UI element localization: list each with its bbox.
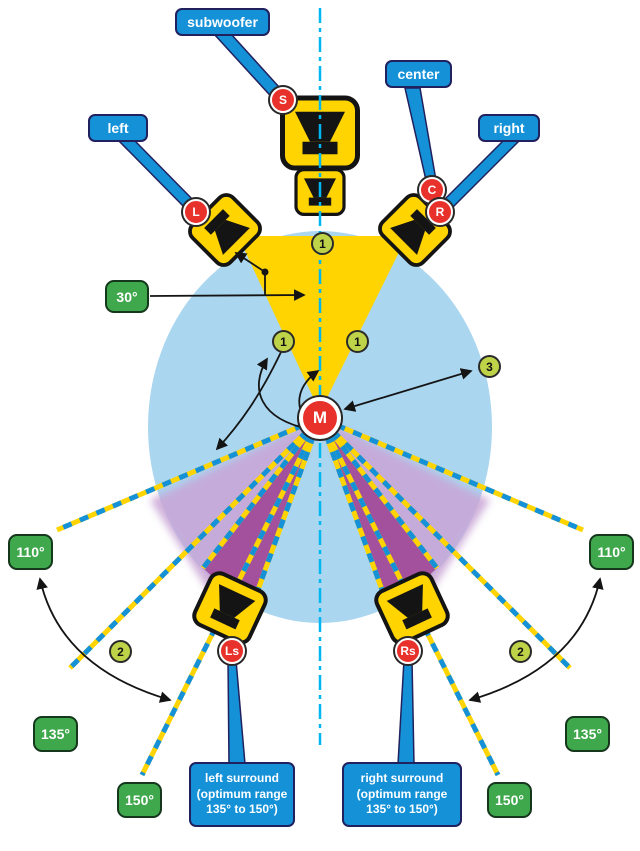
right-surround-label: right surround (optimum range 135° to 15…	[342, 762, 462, 827]
angle-30-label: 30°	[105, 280, 149, 313]
right-surround-beam	[320, 418, 437, 612]
right-badge: R	[427, 199, 453, 225]
annotation-arrows	[36, 252, 604, 703]
callout-1-top: 1	[311, 232, 334, 255]
angle-110-right-label: 110°	[589, 534, 634, 570]
callout-1-left: 1	[272, 330, 295, 353]
right-surround-badge: Rs	[395, 638, 421, 664]
angle-135-left-label: 135°	[33, 716, 78, 752]
center-badge: C	[419, 177, 445, 203]
angle-135-right-label: 135°	[565, 716, 610, 752]
callout1-curved-arrow-mid	[256, 357, 310, 430]
front-angle-arrow	[149, 289, 306, 301]
callout1-curved-arrow-left	[215, 351, 282, 451]
right-surround-label-connector	[397, 659, 415, 765]
angle-110-left-label: 110°	[8, 534, 53, 570]
callout2-arc-right	[468, 577, 604, 703]
front-angle-vertex-dot	[261, 268, 269, 276]
listener-badge: M	[299, 397, 341, 439]
callout3-arrow	[343, 368, 473, 412]
left-surround-beam	[203, 418, 320, 612]
front-angle-diagonal-arrow	[234, 252, 266, 273]
front-stage-triangle	[238, 236, 407, 412]
subwoofer-badge: S	[270, 87, 296, 113]
left-surround-label-connector	[227, 659, 246, 765]
right-label: right	[478, 114, 540, 142]
callout-2-right: 2	[509, 640, 532, 663]
callout-1-right: 1	[346, 330, 369, 353]
callout-3: 3	[478, 355, 501, 378]
subwoofer-label: subwoofer	[175, 8, 270, 36]
center-label-connector	[404, 87, 438, 190]
angle-150-right-label: 150°	[487, 782, 532, 818]
left-surround-badge: Ls	[219, 638, 245, 664]
left-badge: L	[183, 199, 209, 225]
left-label: left	[88, 114, 148, 142]
center-label: center	[385, 60, 452, 88]
angle-150-left-label: 150°	[117, 782, 162, 818]
callout-2-left: 2	[109, 640, 132, 663]
left-surround-label: left surround (optimum range 135° to 150…	[189, 762, 295, 827]
callout2-arc-left	[36, 577, 172, 703]
